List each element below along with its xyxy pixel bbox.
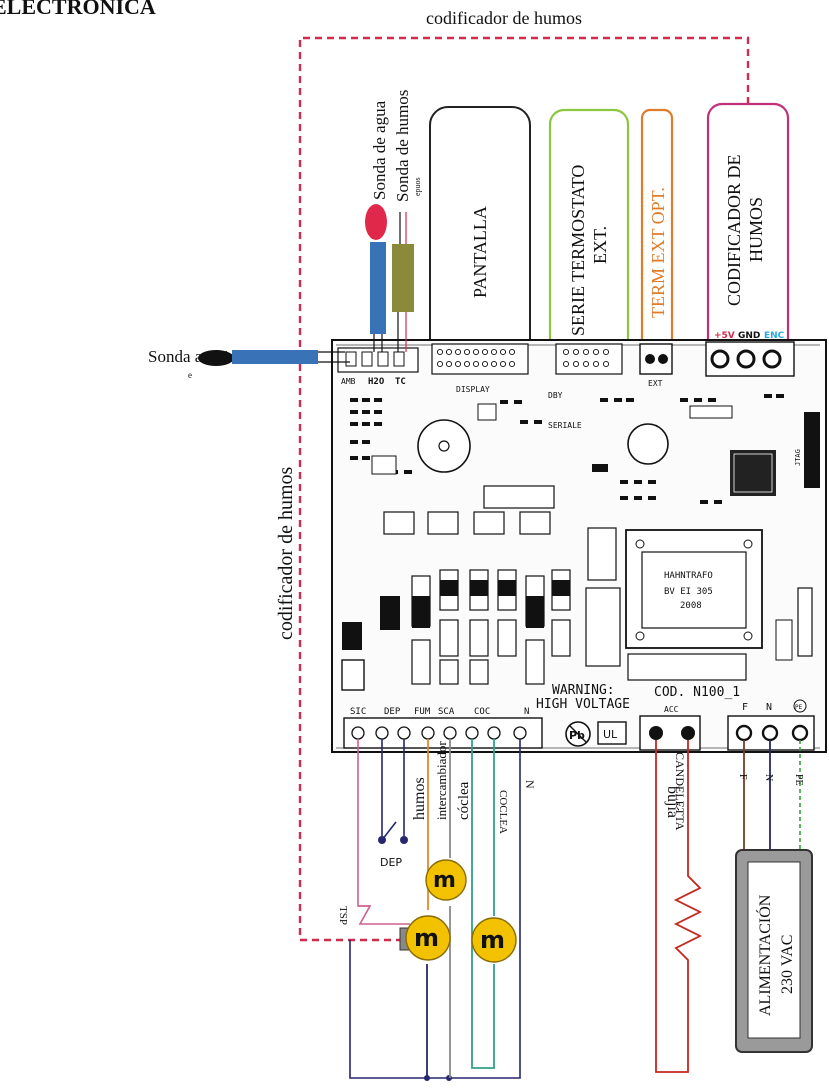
terminal-label-fum: FUM — [414, 707, 431, 717]
f-wire-label: F — [737, 774, 748, 780]
ul-mark: UL — [603, 728, 618, 741]
terminal-label-dep: DEP — [384, 707, 401, 717]
serial-thermostat-box — [548, 108, 630, 374]
water-sensor-bulb — [365, 204, 387, 240]
tc-silk: TC — [395, 377, 406, 387]
warning-line2: HIGH VOLTAGE — [536, 697, 630, 712]
neutral-bus — [349, 739, 521, 1079]
enc-gnd-label: GND — [738, 331, 760, 341]
terminal-label-sca: SCA — [438, 707, 455, 717]
ext-silk: EXT — [648, 379, 663, 388]
n-silk: N — [766, 702, 772, 713]
smoke-probe-sleeve — [392, 244, 414, 312]
ambient-ntc-sensor — [198, 350, 234, 366]
smoke-probe-sub: epuos — [413, 177, 422, 196]
smoke-probe-label: Sonda de humos — [393, 90, 412, 202]
smoke-fan-motor: m — [399, 915, 451, 961]
power-label-line2: 230 VAC — [779, 935, 796, 994]
pe-wire-label: PE — [793, 774, 804, 786]
ambient-probe-sleeve — [232, 350, 318, 364]
display-silk: DISPLAY — [456, 385, 490, 394]
transformer-line1: HAHNTRAFO — [664, 571, 713, 581]
encoder-label-line1: CODIFICADOR DE — [724, 154, 744, 306]
candeleta-label: CANDELETTA — [673, 752, 687, 831]
ambient-probe-sub: e — [188, 370, 192, 380]
sic-wire — [357, 739, 370, 907]
svg-text:m: m — [414, 924, 439, 952]
jtag-silk: JTAG — [794, 449, 802, 466]
coclea-wire-label-dup: COCLEA — [497, 790, 509, 834]
n-power-wire-label: N — [763, 774, 774, 781]
tsp-switch — [358, 905, 410, 925]
coclea-wire-label: cóclea — [456, 781, 472, 820]
humos-wire-label: humos — [411, 777, 428, 820]
term-ext-label: TERM EXT OPT. — [648, 187, 668, 318]
jtag-header — [804, 412, 820, 488]
heater-wire — [655, 740, 703, 1073]
svg-text:m: m — [480, 926, 505, 954]
seriale-silk: SERIALE — [548, 421, 582, 430]
amb-silk: AMB — [341, 377, 356, 386]
acc-silk: ACC — [664, 705, 679, 714]
serial-label-line2: EXT. — [590, 226, 610, 264]
terminal-label-sic: SIC — [350, 707, 366, 717]
warning-line1: WARNING: — [552, 683, 615, 698]
h2o-silk: H2O — [368, 377, 385, 387]
tsp-label: TSP — [337, 906, 349, 925]
exchanger-fan-motor: m — [425, 859, 467, 901]
water-probe-sleeve — [370, 242, 386, 334]
terminal-label-n: N — [524, 707, 529, 717]
transformer-line3: 2008 — [680, 601, 702, 611]
intercambiador-wire-label: intercambiador — [434, 741, 449, 820]
enc-enc-label: ENC — [764, 331, 785, 341]
transformer-line2: BV EI 305 — [664, 587, 713, 597]
auger-motor: m — [471, 917, 517, 963]
bujia-label: bujía — [664, 786, 681, 818]
dby-silk: DBY — [548, 391, 563, 400]
enc-plus5v-label: +5V — [714, 331, 735, 341]
terminal-label-coc: COC — [474, 707, 490, 717]
dep-label: DEP — [380, 856, 402, 869]
power-label-line1: ALIMENTACIÓN — [755, 894, 774, 1016]
encoder-cable — [298, 36, 750, 942]
section-title: ELECTRONICA — [0, 0, 156, 19]
top-encoder-cable-label: codificador de humos — [426, 8, 582, 28]
water-probe-label: Sonda de agua — [370, 100, 389, 200]
encoder-label-line2: HUMOS — [746, 197, 766, 262]
model-label: COD. N100_1 — [654, 685, 740, 700]
display-header — [431, 343, 529, 375]
f-silk: F — [742, 702, 748, 713]
serial-header — [555, 343, 623, 375]
display-label: PANTALLA — [470, 206, 490, 298]
pb-mark: Pb — [569, 729, 585, 742]
serial-label-line1: SERIE TERMOSTATO — [568, 165, 588, 336]
svg-text:m: m — [433, 868, 456, 893]
n-wire-label: N — [523, 780, 537, 789]
left-encoder-cable-label: codificador de humos — [275, 467, 297, 640]
pe-symbol: PE — [795, 704, 803, 711]
